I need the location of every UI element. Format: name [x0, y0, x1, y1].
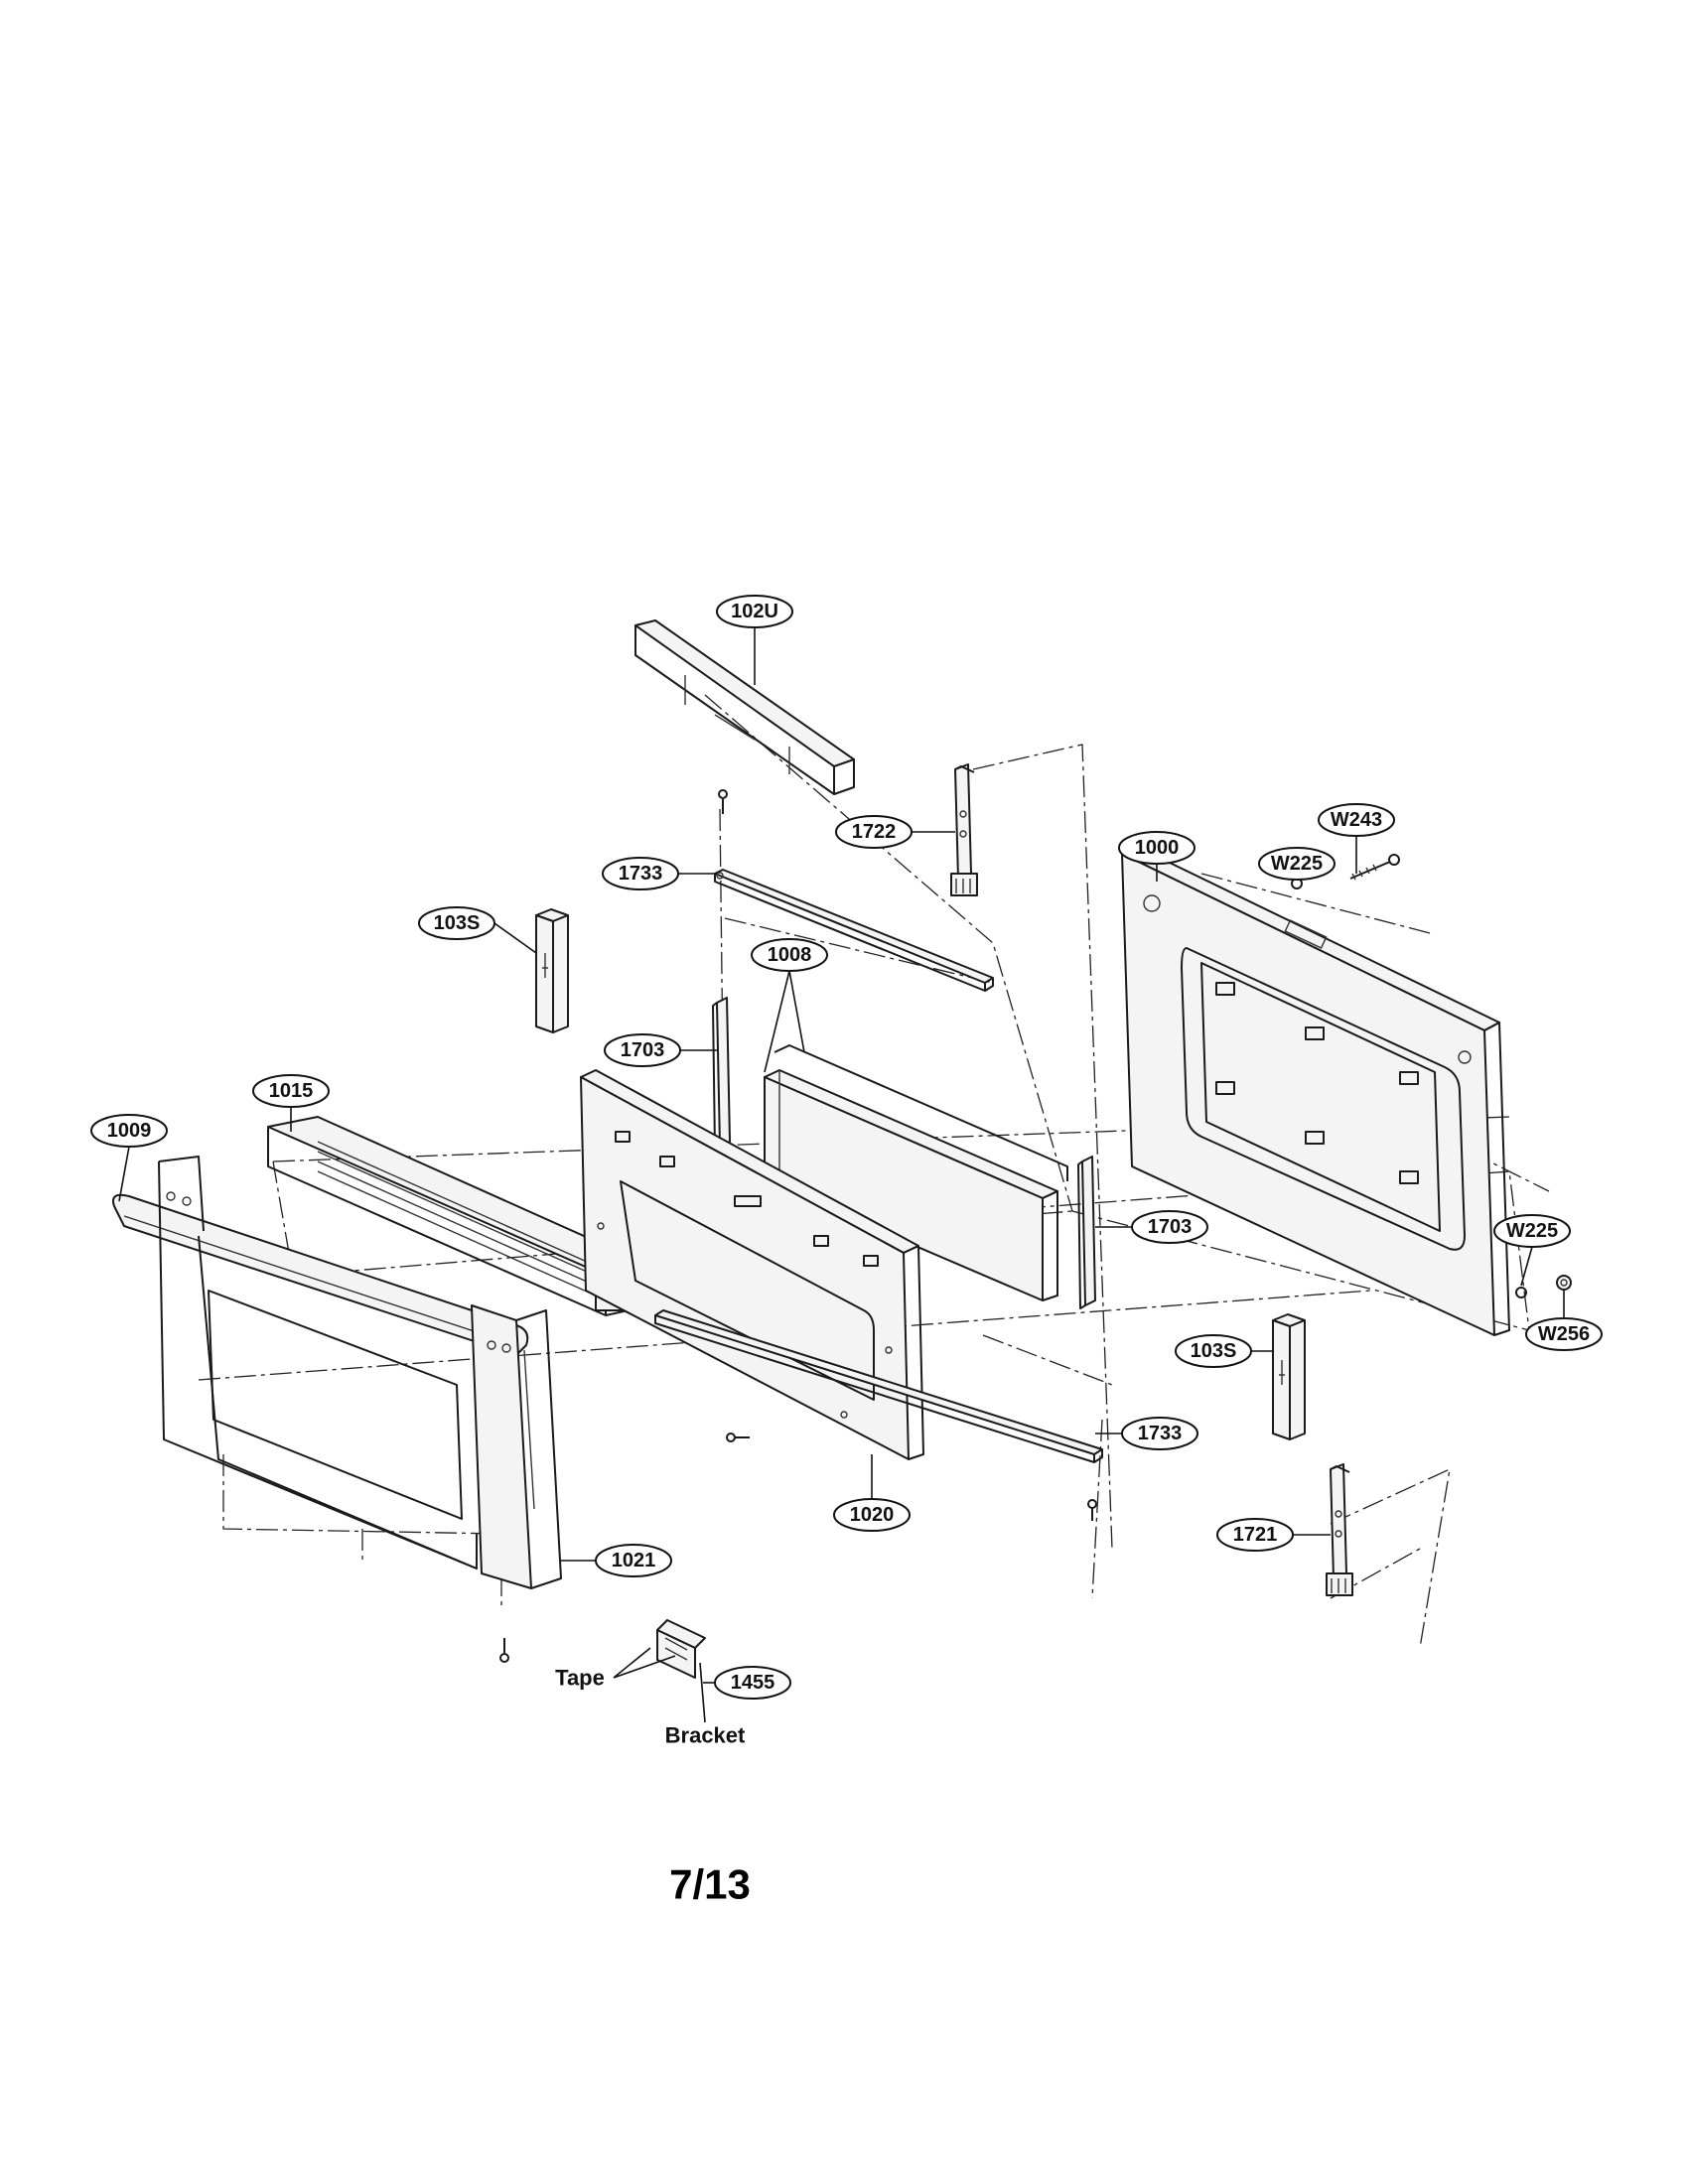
- callout-1703-right-label: 1703: [1148, 1216, 1193, 1238]
- callout-1000-label: 1000: [1135, 837, 1180, 859]
- part-1733-lower-rail: [654, 1309, 1103, 1463]
- callout-w225-top-label: W225: [1271, 853, 1323, 875]
- callout-103s-right-label: 103S: [1191, 1340, 1237, 1362]
- callout-1722-label: 1722: [852, 821, 897, 843]
- callout-w256: W256: [1525, 1317, 1603, 1351]
- callout-1733-top: 1733: [602, 857, 679, 890]
- callout-1455: 1455: [714, 1666, 791, 1700]
- callout-1721-label: 1721: [1233, 1524, 1278, 1546]
- page-number: 7/13: [669, 1861, 751, 1908]
- screw-bottom-right: [1087, 1499, 1097, 1521]
- callout-1020-label: 1020: [850, 1504, 895, 1526]
- nut-w256: [1556, 1275, 1572, 1291]
- part-1000-inner-frame: [1121, 846, 1510, 1336]
- callout-102u-label: 102U: [731, 601, 778, 622]
- callout-w256-label: W256: [1538, 1323, 1590, 1345]
- callout-1733-bottom-label: 1733: [1138, 1423, 1183, 1444]
- part-1008-glass-panels: [764, 1044, 1068, 1301]
- callout-1015: 1015: [252, 1074, 330, 1108]
- callout-1020: 1020: [833, 1498, 911, 1532]
- callout-1733-top-label: 1733: [619, 863, 663, 885]
- callout-w225-top: W225: [1258, 847, 1336, 881]
- callout-1703-left-label: 1703: [621, 1039, 665, 1061]
- part-102u-top-trim: [634, 619, 855, 795]
- callout-1455-label: 1455: [731, 1672, 775, 1694]
- part-103s-left-spacer: [535, 908, 569, 1033]
- leader-lines: [118, 627, 1565, 1723]
- callout-103s-right: 103S: [1175, 1334, 1252, 1368]
- callout-1021-label: 1021: [612, 1550, 656, 1571]
- callout-103s-left-label: 103S: [434, 912, 481, 934]
- callout-102u: 102U: [716, 595, 793, 628]
- part-103s-right-spacer: [1272, 1313, 1306, 1440]
- callout-1000: 1000: [1118, 831, 1196, 865]
- callout-103s-left: 103S: [418, 906, 495, 940]
- note-tape: Tape: [555, 1666, 605, 1691]
- part-1021-outer-panel: [158, 1156, 562, 1589]
- callout-1009-label: 1009: [107, 1120, 152, 1142]
- part-1703-right-strip: [1077, 1156, 1096, 1309]
- part-1733-upper-rail: [714, 869, 994, 992]
- callout-w243-label: W243: [1331, 809, 1382, 831]
- callout-1721: 1721: [1216, 1518, 1294, 1552]
- callout-1009: 1009: [90, 1114, 168, 1148]
- callout-1021: 1021: [595, 1544, 672, 1577]
- part-1703-left-strip: [712, 997, 731, 1151]
- callout-1703-right: 1703: [1131, 1210, 1208, 1244]
- callout-w243: W243: [1318, 803, 1395, 837]
- part-1722-upper-hinge: [950, 763, 978, 896]
- part-1009-handle: [112, 1193, 529, 1356]
- callout-w225-right-label: W225: [1506, 1220, 1558, 1242]
- part-1455-bracket: [656, 1619, 706, 1679]
- part-1721-lower-hinge: [1326, 1463, 1353, 1596]
- callout-1703-left: 1703: [604, 1033, 681, 1067]
- callout-1008-label: 1008: [768, 944, 812, 966]
- callout-w225-right: W225: [1493, 1214, 1571, 1248]
- screw-bottom-left: [499, 1638, 509, 1663]
- callout-1015-label: 1015: [269, 1080, 314, 1102]
- screw-top: [718, 789, 728, 814]
- note-bracket: Bracket: [665, 1723, 746, 1748]
- screw-w243: [1349, 854, 1400, 881]
- callout-1733-bottom: 1733: [1121, 1417, 1198, 1450]
- callout-1008: 1008: [751, 938, 828, 972]
- screw-bottom-mid: [726, 1433, 750, 1442]
- callout-1722: 1722: [835, 815, 913, 849]
- washer-w225-right: [1515, 1287, 1527, 1298]
